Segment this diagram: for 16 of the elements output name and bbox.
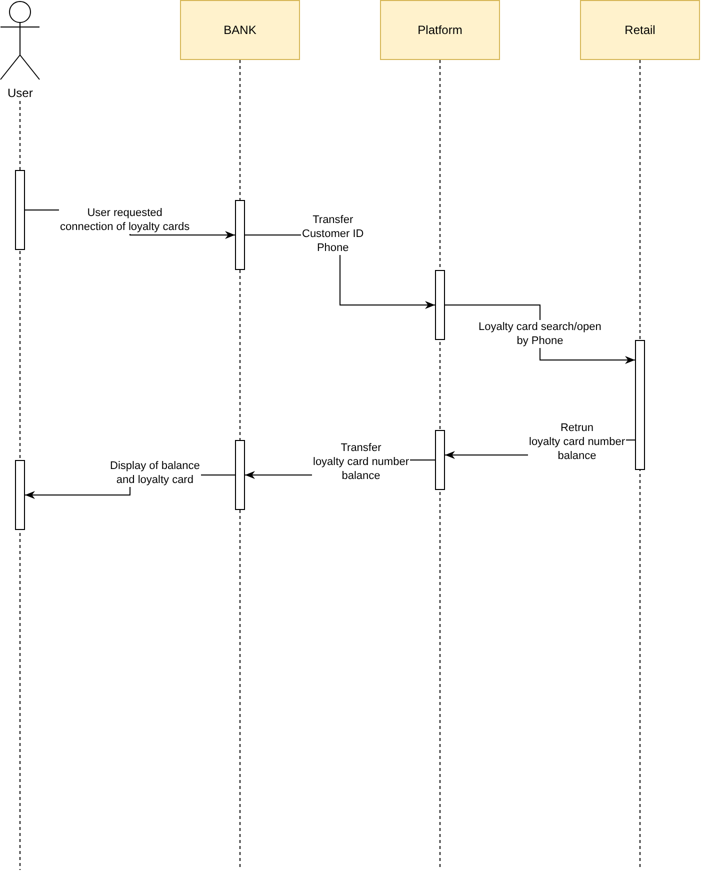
actor-label: User	[8, 86, 33, 100]
participant-box: Retail	[580, 0, 700, 60]
participant-box: BANK	[180, 0, 300, 60]
activation-bar	[635, 340, 645, 470]
edge-label: Display of balance and loyalty card	[109, 459, 201, 487]
activation-bar	[235, 440, 245, 510]
activation-bar	[435, 430, 445, 490]
message-arrow	[444, 304, 636, 364]
edge-label: Loyalty card search/open by Phone	[478, 320, 602, 348]
activation-bar	[15, 460, 25, 530]
activation-bar	[235, 200, 245, 270]
edge-label: Transfer Customer ID Phone	[301, 213, 365, 255]
activation-bar	[15, 170, 25, 250]
edge-label: User requested connection of loyalty cards	[59, 206, 191, 234]
participant-box: Platform	[380, 0, 500, 60]
activation-bar	[435, 270, 445, 340]
